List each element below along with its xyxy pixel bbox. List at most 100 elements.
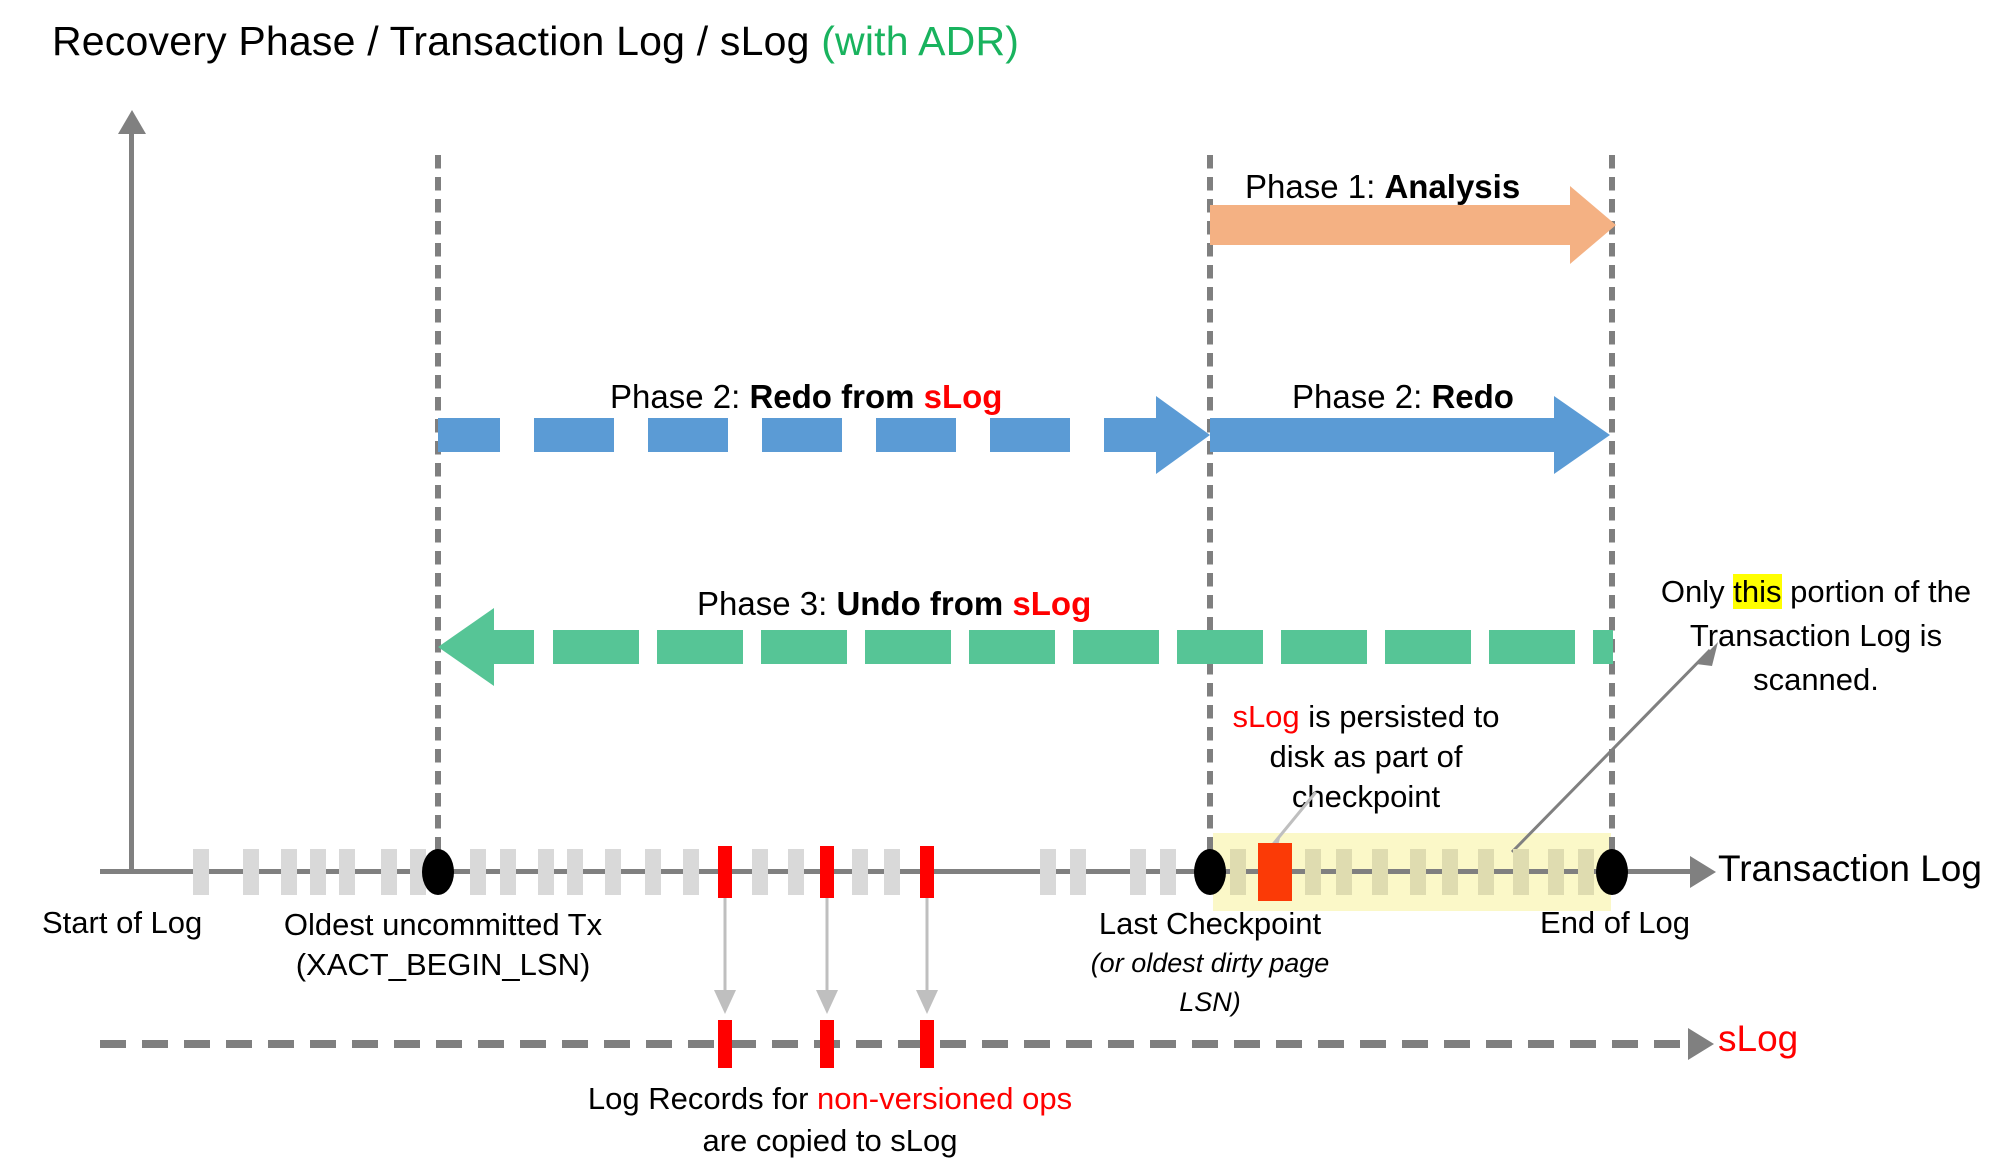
log-tick — [281, 849, 297, 895]
node-oldest-uncommitted-tx — [422, 849, 454, 895]
annotation-slog-persist-line2: disk as part of — [1269, 739, 1463, 774]
log-tick-nonversioned — [718, 846, 732, 898]
phase-undo-dash-seg — [761, 630, 847, 664]
log-tick — [752, 849, 768, 895]
phase-analysis-arrowhead-icon — [1570, 186, 1616, 264]
guide-end-of-log — [1609, 155, 1615, 877]
slog-axis-line — [100, 1040, 1700, 1048]
slog-arrowhead-icon — [1688, 1028, 1714, 1060]
log-tick-scanned — [1478, 849, 1494, 895]
label-last-checkpoint-sub2: LSN) — [1179, 987, 1241, 1017]
log-tick-scanned — [1372, 849, 1388, 895]
copy-to-slog-connectors — [714, 898, 938, 1014]
annotation-log-records-line2: are copied to sLog — [702, 1123, 958, 1158]
phase-redo-dash-seg — [648, 418, 728, 452]
phase-undo-dash-seg — [1281, 630, 1367, 664]
log-tick — [884, 849, 900, 895]
log-tick — [683, 849, 699, 895]
annotation-slog-persist-line3: checkpoint — [1291, 779, 1441, 814]
annotation-scan-portion-line1b: portion of the — [1781, 574, 1972, 609]
phase-redo-dash-seg — [762, 418, 842, 452]
phase-undo-from-slog-prefix: Phase 3: — [697, 585, 837, 622]
log-tick — [243, 849, 259, 895]
slog-tick — [920, 1020, 934, 1068]
log-tick — [310, 849, 326, 895]
log-tick — [605, 849, 621, 895]
slog-tick — [718, 1020, 732, 1068]
phase-undo-dash-seg — [657, 630, 743, 664]
phase-redo-bar — [1210, 418, 1556, 452]
phase-undo-dash-seg — [494, 630, 534, 664]
label-last-checkpoint-title: Last Checkpoint — [1098, 906, 1322, 941]
log-tick — [1130, 849, 1146, 895]
phase-undo-dash-seg — [969, 630, 1055, 664]
log-tick-scanned — [1548, 849, 1564, 895]
log-tick — [788, 849, 804, 895]
log-tick-nonversioned — [820, 846, 834, 898]
label-end-of-log: End of Log — [1540, 905, 1690, 940]
phase-analysis-bar — [1210, 205, 1572, 245]
log-tick — [1070, 849, 1086, 895]
label-last-checkpoint-sub1: (or oldest dirty page — [1090, 948, 1330, 978]
phase-undo-from-slog-arrowhead-icon — [438, 608, 494, 686]
log-tick — [193, 849, 209, 895]
phase-undo-dash-seg — [1385, 630, 1471, 664]
annotation-scan-portion-line1a: Only — [1660, 574, 1734, 609]
annotation-scan-portion-line2: Transaction Log is scanned. — [1689, 618, 1943, 697]
page-title-main: Recovery Phase / Transaction Log / sLog — [52, 18, 822, 64]
label-last-checkpoint: Last Checkpoint (or oldest dirty page LS… — [1060, 905, 1360, 1021]
phase-undo-dash-seg — [1177, 630, 1263, 664]
log-tick — [339, 849, 355, 895]
annotation-log-records: Log Records for non-versioned ops are co… — [520, 1078, 1140, 1162]
page-title-adr: (with ADR) — [821, 18, 1020, 64]
log-tick — [500, 849, 516, 895]
log-tick-scanned — [1578, 849, 1594, 895]
log-tick — [852, 849, 868, 895]
phase-analysis-name: Analysis — [1384, 168, 1521, 205]
label-oldest-uncommitted-tx-line2: (XACT_BEGIN_LSN) — [295, 947, 591, 982]
log-tick-nonversioned — [920, 846, 934, 898]
phase-redo-from-slog-prefix: Phase 2: — [610, 378, 750, 415]
phase-undo-from-slog-name: Undo from — [836, 585, 1013, 622]
annotation-scan-portion: Only this portion of the Transaction Log… — [1636, 570, 1996, 702]
phase-redo-dash-seg — [438, 418, 500, 452]
transaction-log-axis-label: Transaction Log — [1718, 848, 1982, 889]
annotation-log-records-line1a: Log Records for — [587, 1081, 818, 1116]
log-tick — [1040, 849, 1056, 895]
page-title: Recovery Phase / Transaction Log / sLog … — [52, 18, 1019, 65]
log-tick — [645, 849, 661, 895]
log-tick-scanned — [1336, 849, 1352, 895]
phase-redo-from-slog-slog: sLog — [923, 378, 1003, 415]
phase-undo-dash-seg — [1073, 630, 1159, 664]
log-tick-scanned — [1442, 849, 1458, 895]
phase-redo-label: Phase 2: Redo — [1292, 378, 1514, 416]
log-tick — [567, 849, 583, 895]
log-tick — [381, 849, 397, 895]
phase-redo-from-slog-arrowhead-icon — [1156, 396, 1210, 474]
annotation-log-records-keyword: non-versioned ops — [817, 1081, 1073, 1116]
phase-undo-from-slog-label: Phase 3: Undo from sLog — [697, 585, 1091, 623]
phase-undo-dash-seg — [553, 630, 639, 664]
annotation-slog-persist-keyword: sLog — [1232, 699, 1300, 734]
label-start-of-log: Start of Log — [42, 905, 203, 940]
slog-axis-label: sLog — [1718, 1018, 1799, 1059]
phase-redo-from-slog-name: Redo from — [749, 378, 924, 415]
label-oldest-uncommitted-tx: Oldest uncommitted Tx (XACT_BEGIN_LSN) — [268, 905, 618, 985]
annotation-scan-portion-highlight: this — [1733, 574, 1782, 609]
annotation-slog-persist-line1: is persisted to — [1299, 699, 1500, 734]
log-tick-checkpoint-record — [1258, 843, 1292, 901]
phase-redo-from-slog-label: Phase 2: Redo from sLog — [610, 378, 1002, 416]
phase-redo-name: Redo — [1431, 378, 1514, 415]
log-tick — [538, 849, 554, 895]
phase-analysis-prefix: Phase 1: — [1245, 168, 1385, 205]
log-tick-scanned — [1305, 849, 1321, 895]
log-tick — [410, 849, 426, 895]
phase-redo-prefix: Phase 2: — [1292, 378, 1432, 415]
log-tick — [470, 849, 486, 895]
phase-redo-dash-seg — [876, 418, 956, 452]
guide-xact-begin-lsn-upper — [435, 155, 441, 875]
log-tick-scanned — [1513, 849, 1529, 895]
phase-redo-dash-seg — [990, 418, 1070, 452]
transaction-log-arrowhead-icon — [1690, 856, 1716, 888]
label-oldest-uncommitted-tx-line1: Oldest uncommitted Tx — [283, 907, 603, 942]
